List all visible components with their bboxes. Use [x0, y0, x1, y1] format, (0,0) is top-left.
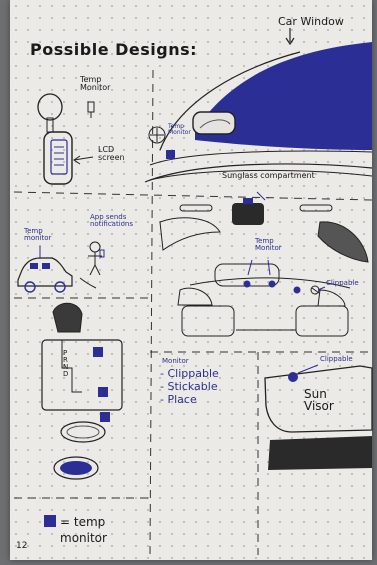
- page-number: 12: [16, 542, 27, 551]
- car-window-label: Car Window: [278, 16, 344, 27]
- temp-monitor-top-label: Temp Monitor: [80, 76, 120, 92]
- clippable-dash-label: Clippable: [326, 280, 359, 287]
- legend-label: = temp monitor: [60, 515, 140, 546]
- temp-monitor-car-label: Temp monitor: [24, 228, 60, 242]
- sun-visor-label: Sun Visor: [304, 388, 348, 412]
- lcd-screen-label: LCD screen: [98, 146, 130, 162]
- car-sketch: [18, 246, 96, 292]
- rear-view-mirror: [193, 112, 235, 134]
- temp-monitor-dash-label: Temp Monitor: [255, 238, 293, 252]
- gear-shift-label: P R N D: [63, 350, 73, 378]
- clippable-visor-label: Clippable: [320, 356, 353, 363]
- temp-monitor-small-label: Temp Monitor: [168, 124, 194, 136]
- page-title: Possible Designs:: [30, 42, 197, 58]
- monitor-heading: Monitor: [162, 358, 189, 365]
- app-notifications-label: App sends notifications: [90, 214, 152, 228]
- person-phone-sketch: [88, 242, 104, 275]
- temp-monitor-icon: [166, 150, 175, 159]
- monitor-feature-3: - Place: [160, 394, 197, 405]
- monitor-feature-1: - Clippable: [160, 368, 219, 379]
- dashboard-sketch: [178, 260, 348, 336]
- monitor-feature-2: - Stickable: [160, 381, 218, 392]
- sun-visor-sketch: [265, 365, 372, 470]
- sunglass-compartment-sketch: [150, 170, 372, 288]
- keychain-monitor-sketch: [38, 94, 94, 184]
- legend-icon: [44, 515, 56, 527]
- cup-holder-sketch: [54, 422, 105, 479]
- gear-shift-sketch: [42, 303, 122, 422]
- sunglass-compartment-label: Sunglass compartment: [222, 172, 315, 180]
